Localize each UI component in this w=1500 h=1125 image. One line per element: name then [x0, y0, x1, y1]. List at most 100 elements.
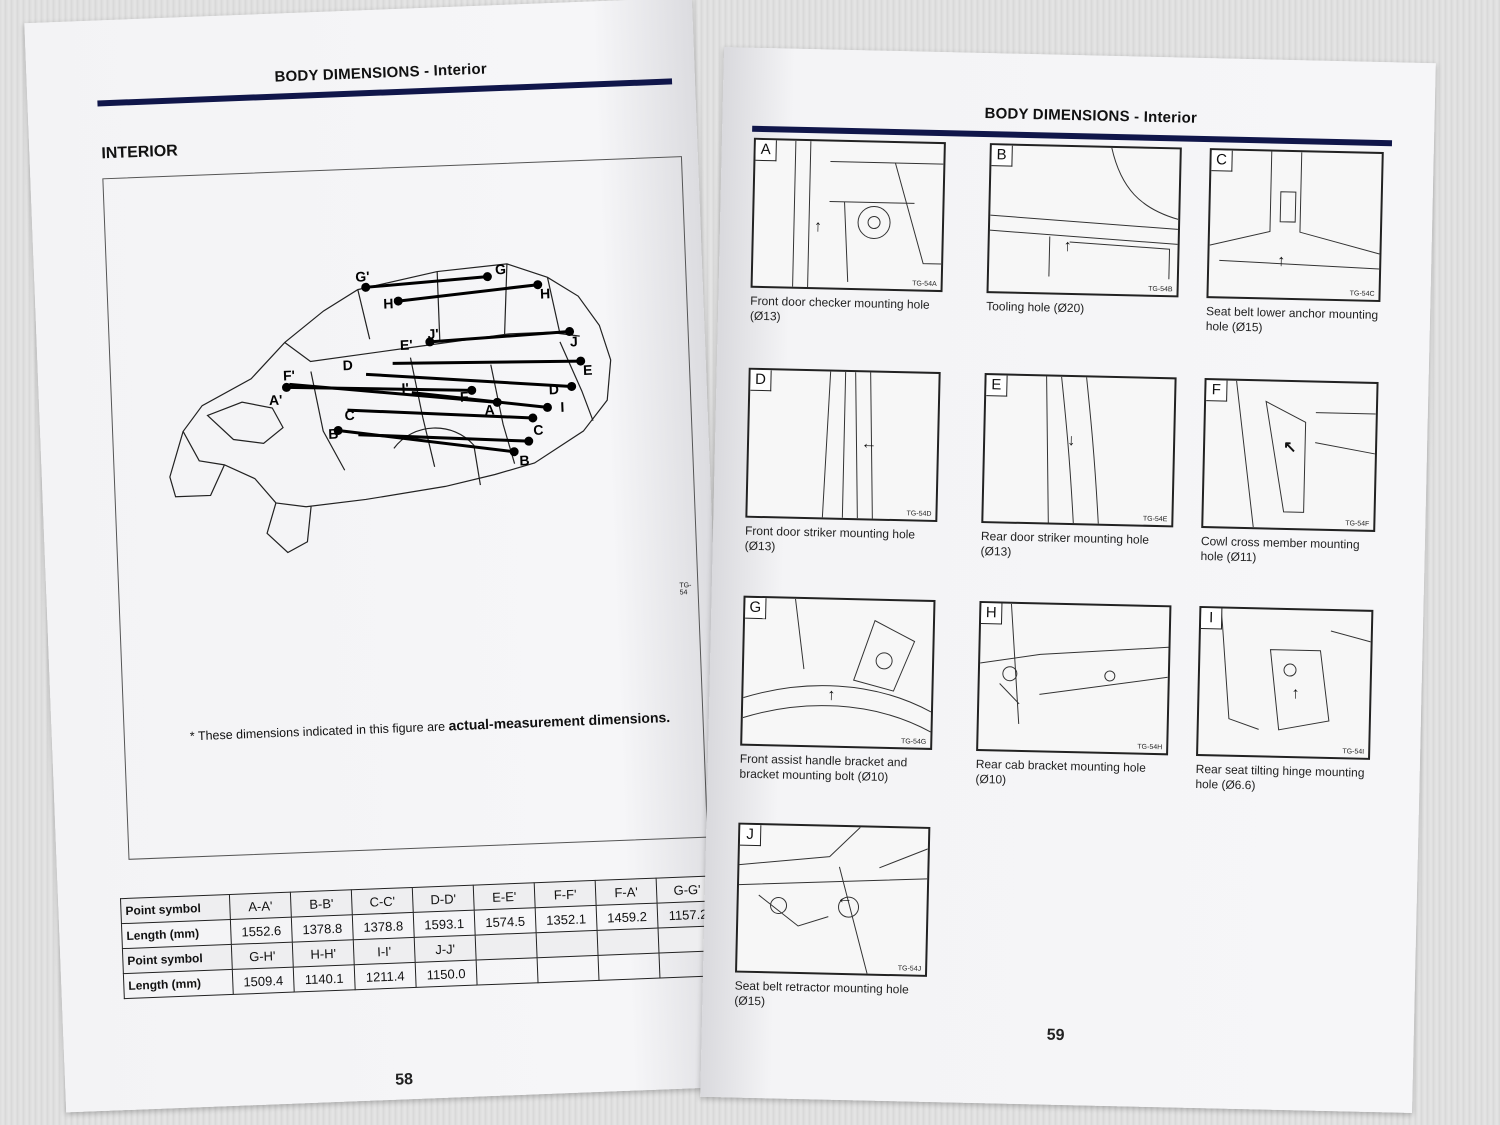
- table-cell: 1378.8: [291, 914, 354, 943]
- point-label: J: [570, 333, 578, 349]
- detail-drawing: [742, 598, 932, 733]
- panel-code: TG-54G: [900, 738, 927, 746]
- point-label: H: [540, 285, 551, 301]
- panel-code: TG-54F: [1345, 520, 1370, 528]
- panel-letter: A: [755, 139, 777, 162]
- table-cell: 1509.4: [232, 967, 295, 995]
- point-label: I: [560, 399, 565, 415]
- table-cell: B-B': [290, 889, 353, 918]
- detail-panel-h: H TG-54H Rear cab bracket mounting hole(…: [975, 600, 1172, 791]
- table-cell: [475, 932, 538, 961]
- arrow-icon: ←: [860, 435, 878, 453]
- point-label: B: [519, 452, 530, 468]
- table-cell: [536, 930, 599, 958]
- point-label: H': [383, 295, 397, 312]
- detail-figure: E ↓ TG-54E: [981, 373, 1177, 528]
- table-cell: [598, 953, 660, 981]
- point-label: F: [460, 388, 470, 404]
- point-label: F': [283, 367, 295, 383]
- panel-letter: B: [991, 145, 1013, 167]
- detail-drawing: [1209, 151, 1380, 270]
- left-header-title: BODY DIMENSIONS - Interior: [274, 60, 488, 86]
- panel-code: TG-54H: [1137, 743, 1163, 752]
- left-page-number: 58: [394, 1071, 414, 1089]
- detail-figure: C ↑ TG-54C: [1206, 148, 1384, 303]
- panel-code: TG-54I: [1342, 748, 1365, 756]
- table-cell: 1552.6: [230, 917, 293, 945]
- right-page-number: 59: [1046, 1026, 1065, 1045]
- table-cell: 1459.2: [596, 903, 659, 931]
- panel-letter: J: [739, 824, 762, 847]
- point-label: E: [583, 362, 593, 378]
- panel-code: TG-54A: [912, 280, 937, 288]
- detail-figure: A ↑ TG-54A: [750, 137, 946, 293]
- table-cell: I-I': [353, 937, 416, 965]
- table-cell: F-F': [534, 880, 597, 908]
- table-cell: 1352.1: [535, 905, 598, 933]
- detail-drawing: [1046, 376, 1099, 524]
- dimensions-table: Point symbol A-A' B-B' C-C' D-D' E-E' F-…: [120, 875, 721, 999]
- point-label: J': [427, 326, 439, 342]
- detail-panel-b: B ↑ TG-54B Tooling hole (Ø20): [986, 143, 1182, 318]
- point-label: D: [548, 381, 559, 397]
- panel-letter: H: [980, 603, 1003, 625]
- table-cell: 1150.0: [415, 960, 478, 988]
- detail-figure: I ↑ TG-54I: [1196, 605, 1374, 760]
- detail-drawing: [792, 140, 944, 288]
- detail-panel-g: G ↑ TG-54G Front assist handle bracket a…: [739, 595, 936, 786]
- panel-letter: G: [745, 597, 767, 620]
- panel-letter: I: [1200, 608, 1223, 630]
- caption-line: Tooling hole (Ø20): [986, 299, 1085, 316]
- table-row-header: Length (mm): [123, 969, 234, 999]
- arrow-icon: ↑: [1291, 685, 1300, 703]
- detail-figure: J ← TG-54J: [735, 822, 931, 977]
- panel-code: TG-54B: [1148, 285, 1173, 294]
- detail-figure: F ↖ TG-54F: [1201, 378, 1379, 532]
- point-label: I': [401, 380, 409, 396]
- table-cell: H-H': [292, 939, 355, 968]
- caption-line: hole (Ø11): [1200, 549, 1257, 565]
- arrow-icon: ↑: [1277, 252, 1286, 270]
- table-cell: F-A': [595, 878, 658, 906]
- point-label: C: [344, 407, 355, 423]
- panel-caption: Seat belt retractor mounting hole(Ø15): [734, 979, 927, 1013]
- table-cell: G-H': [231, 942, 294, 970]
- panel-code: TG-54C: [1349, 290, 1375, 298]
- point-label: D: [342, 357, 353, 373]
- point-label: G: [495, 261, 507, 277]
- arrow-icon: ↑: [827, 686, 836, 704]
- point-label: E': [400, 337, 413, 353]
- detail-drawing: [821, 371, 873, 519]
- detail-figure: G ↑ TG-54G: [740, 595, 936, 750]
- left-page: BODY DIMENSIONS - Interior INTERIOR: [24, 0, 734, 1113]
- detail-drawing: [1220, 608, 1371, 731]
- panel-caption: Front door checker mounting hole(Ø13): [750, 294, 943, 328]
- arrow-icon: ↓: [1066, 431, 1076, 450]
- figure-code: TG-54: [679, 582, 692, 597]
- panel-letter: E: [986, 375, 1008, 397]
- panel-code: TG-54D: [906, 510, 932, 518]
- detail-drawing: [980, 603, 1169, 724]
- arrow-icon: ↖: [1282, 438, 1297, 457]
- table-cell: A-A': [229, 892, 292, 920]
- panel-letter: F: [1206, 380, 1228, 402]
- detail-panel-i: I ↑ TG-54I Rear seat tilting hinge mount…: [1195, 605, 1391, 796]
- point-label: C: [533, 422, 544, 438]
- right-page: BODY DIMENSIONS - Interior A ↑ TG-54A Fr…: [700, 47, 1436, 1113]
- figure-frame: G' G H' H E' J' J D E F' A' I' D F A I C…: [102, 156, 709, 860]
- right-header-title: BODY DIMENSIONS - Interior: [984, 104, 1198, 127]
- panel-caption: Front door striker mounting hole(Ø13): [745, 524, 938, 558]
- table-cell: [597, 928, 659, 956]
- detail-drawing: [989, 147, 1179, 280]
- panel-caption: Rear cab bracket mounting hole(Ø10): [975, 757, 1168, 791]
- panel-code: TG-54J: [897, 965, 922, 973]
- table-cell: C-C': [351, 887, 414, 915]
- table-cell: E-E': [473, 882, 536, 911]
- detail-panel-j: J ← TG-54J Seat belt retractor mounting …: [734, 822, 931, 1013]
- detail-panel-a: A ↑ TG-54A Front door checker mounting h…: [750, 137, 946, 328]
- detail-drawing: [1236, 380, 1376, 528]
- table-cell: 1378.8: [352, 912, 415, 940]
- left-header-rule: [97, 78, 673, 107]
